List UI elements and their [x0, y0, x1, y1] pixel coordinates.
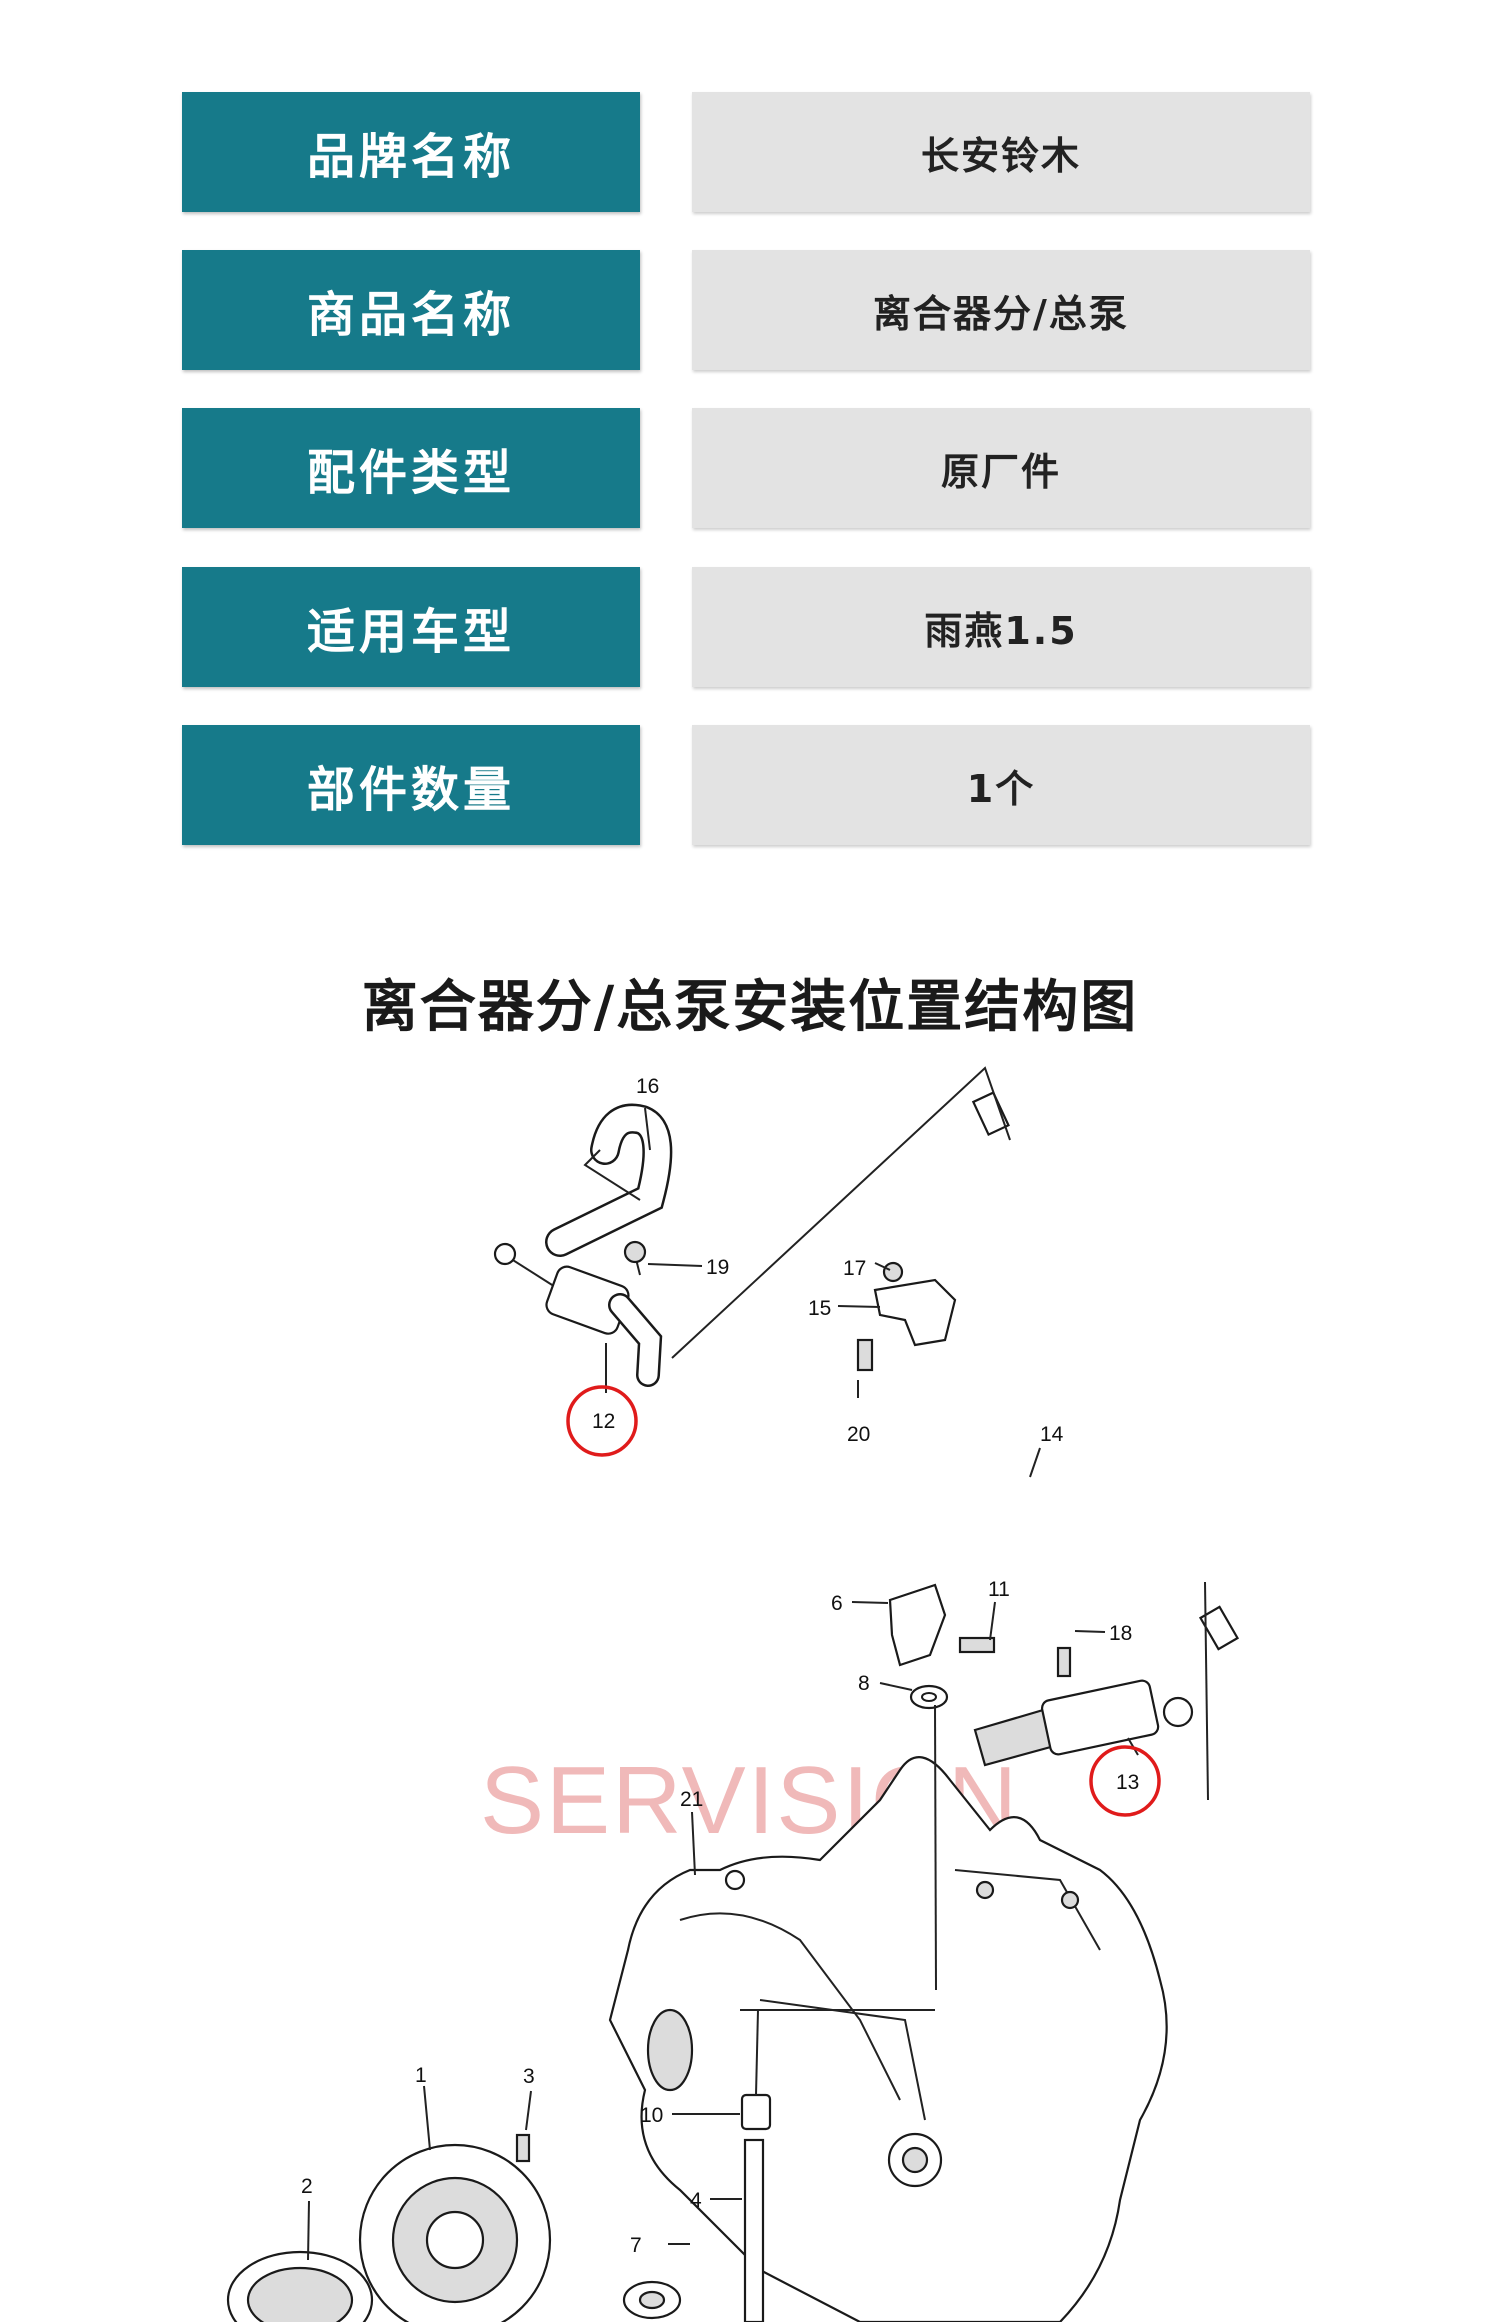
callout-12: 12: [592, 1410, 615, 1433]
clutch-pipe: [897, 1091, 1240, 1651]
callout-17: 17: [843, 1257, 866, 1280]
highlight-circle-13: [1089, 1745, 1161, 1817]
callout-15: 15: [808, 1297, 831, 1320]
callout-10: 10: [640, 2104, 663, 2127]
spec-value: 原厂件: [692, 408, 1310, 528]
clutch-disc: [226, 2250, 374, 2322]
callout-19: 19: [706, 1256, 729, 1279]
release-bearing: [622, 2280, 682, 2320]
clutch-hose: [545, 1103, 673, 1257]
callout-1: 1: [415, 2064, 427, 2087]
spec-key: 部件数量: [182, 725, 640, 845]
spec-value: 1个: [692, 725, 1310, 845]
callout-8: 8: [858, 1672, 870, 1695]
spec-row-vehicle: 适用车型 雨燕1.5: [0, 567, 1500, 687]
clutch-slave-cylinder: [973, 1679, 1194, 1767]
spec-row-quantity: 部件数量 1个: [0, 725, 1500, 845]
spec-value: 雨燕1.5: [692, 567, 1310, 687]
pipe-bracket: [856, 1261, 957, 1372]
clutch-master-cylinder: [493, 1240, 663, 1387]
spec-key: 品牌名称: [182, 92, 640, 212]
highlight-circle-12: [566, 1385, 638, 1457]
callout-2: 2: [301, 2175, 313, 2198]
spec-key: 适用车型: [182, 567, 640, 687]
callout-20: 20: [847, 1423, 870, 1446]
exploded-parts-diagram: SERVISION: [226, 1066, 1240, 2322]
callout-6: 6: [831, 1592, 843, 1615]
callout-4: 4: [690, 2189, 702, 2212]
spec-key: 配件类型: [182, 408, 640, 528]
diagram-title: 离合器分/总泵安装位置结构图: [361, 975, 1139, 1040]
spec-row-product: 商品名称 离合器分/总泵: [0, 250, 1500, 370]
spec-row-brand: 品牌名称 长安铃木: [0, 92, 1500, 212]
callout-18: 18: [1109, 1622, 1132, 1645]
spec-key: 商品名称: [182, 250, 640, 370]
callout-3: 3: [523, 2065, 535, 2088]
callout-11: 11: [988, 1578, 1010, 1601]
guide-tube: [740, 2093, 772, 2322]
spec-value: 离合器分/总泵: [692, 250, 1310, 370]
release-fork: [888, 1583, 1072, 1710]
callout-21: 21: [680, 1788, 703, 1811]
callout-16: 16: [636, 1075, 659, 1098]
clutch-cover: [358, 2133, 552, 2322]
callout-14: 14: [1040, 1423, 1064, 1446]
spec-row-part-type: 配件类型 原厂件: [0, 408, 1500, 528]
callout-labels: 16 19 17 15 20 14 12 11 6 18 8 13 21 1 3…: [301, 1075, 1139, 2257]
callout-7: 7: [630, 2234, 642, 2257]
callout-13: 13: [1116, 1771, 1139, 1794]
spec-value: 长安铃木: [692, 92, 1310, 212]
